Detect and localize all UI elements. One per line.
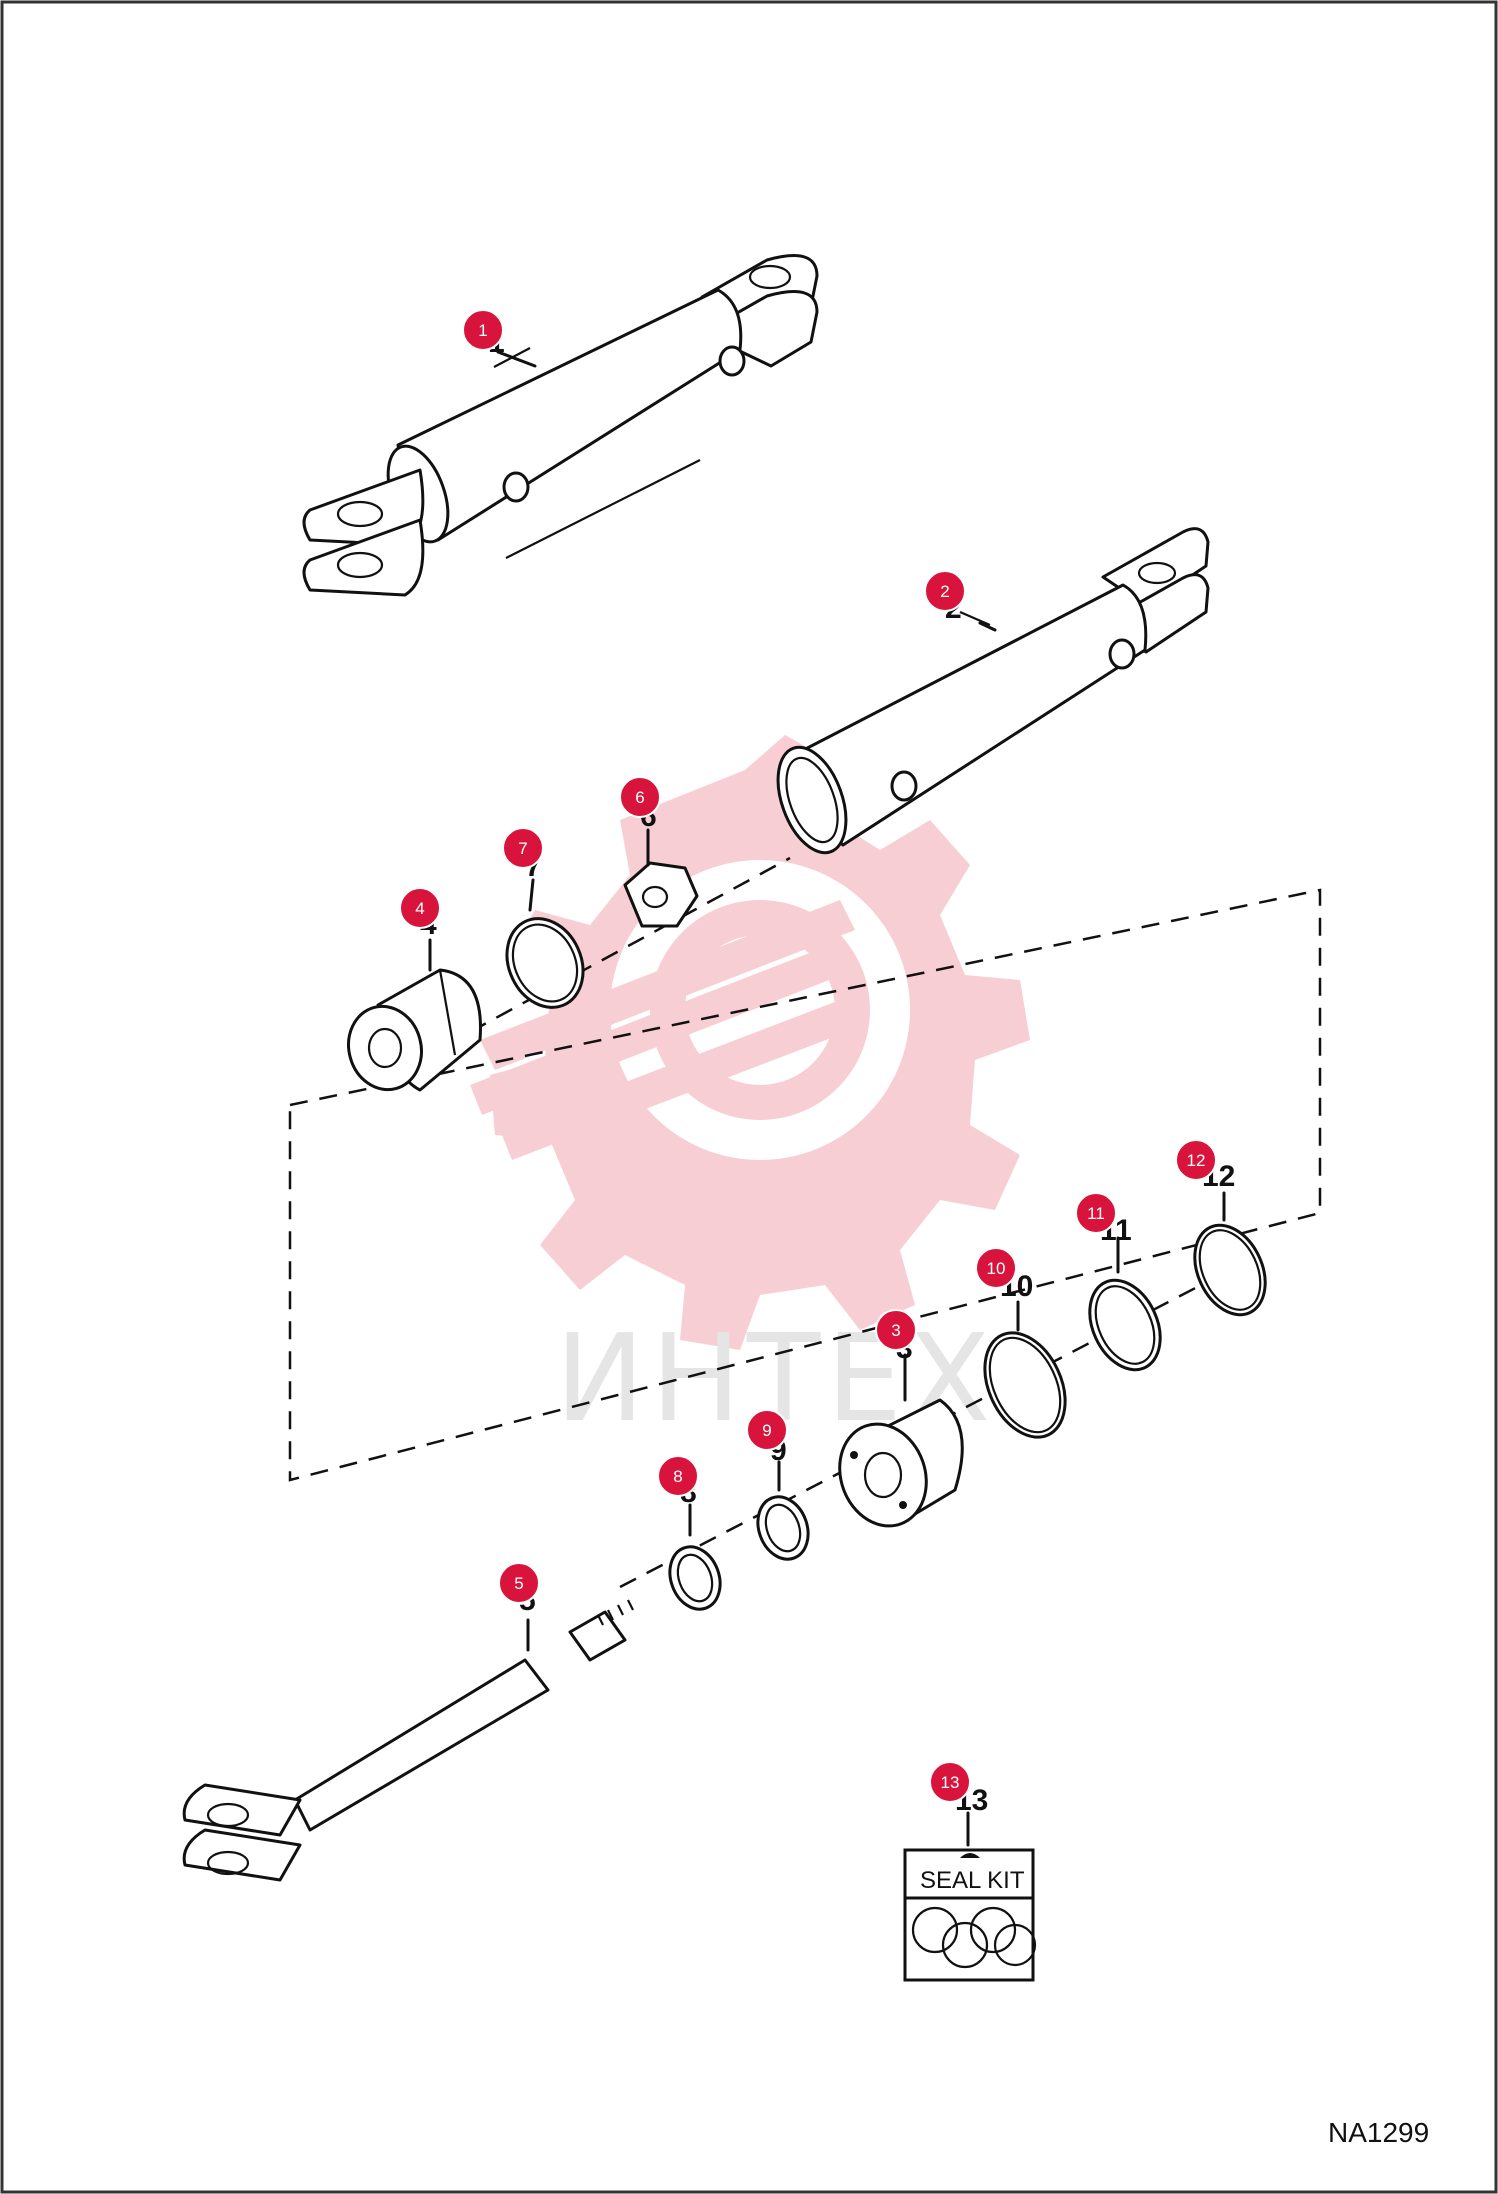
part-nut xyxy=(623,861,699,928)
callout-badge-11[interactable]: 11 xyxy=(1075,1192,1117,1234)
part-o-ring-7 xyxy=(505,917,585,1009)
callout-badge-1[interactable]: 1 xyxy=(462,309,504,351)
svg-text:4: 4 xyxy=(415,899,424,918)
watermark-logo: ИНТЕХ xyxy=(470,735,1030,1449)
callout-badge-7[interactable]: 7 xyxy=(502,827,544,869)
svg-text:2: 2 xyxy=(940,582,949,601)
seal-kit-label: SEAL KIT xyxy=(920,1867,1025,1894)
part-o-ring-11 xyxy=(1088,1278,1162,1372)
svg-text:11: 11 xyxy=(1087,1204,1105,1223)
svg-text:9: 9 xyxy=(762,1421,771,1440)
svg-text:6: 6 xyxy=(635,788,644,807)
svg-text:5: 5 xyxy=(514,1574,523,1593)
part-piston xyxy=(347,968,482,1092)
part-seal-8 xyxy=(668,1545,722,1611)
part-o-ring-12 xyxy=(1193,1223,1267,1317)
part-rod xyxy=(182,1599,634,1882)
part-o-ring-10 xyxy=(983,1331,1067,1439)
callout-badge-2[interactable]: 2 xyxy=(924,570,966,612)
part-wiper-9 xyxy=(756,1495,810,1561)
callout-badge-12[interactable]: 12 xyxy=(1175,1139,1217,1181)
svg-text:10: 10 xyxy=(987,1259,1006,1278)
callout-badge-8[interactable]: 8 xyxy=(657,1455,699,1497)
svg-text:8: 8 xyxy=(673,1467,682,1486)
svg-text:13: 13 xyxy=(941,1773,960,1792)
svg-text:12: 12 xyxy=(1187,1151,1206,1170)
part-cylinder-assembly xyxy=(302,254,819,597)
svg-text:1: 1 xyxy=(478,321,487,340)
part-seal-kit: SEAL KIT xyxy=(903,1848,1037,1982)
callout-badge-3[interactable]: 3 xyxy=(875,1309,917,1351)
callout-badge-13[interactable]: 13 xyxy=(929,1761,971,1803)
callout-badge-10[interactable]: 10 xyxy=(975,1247,1017,1289)
part-barrel xyxy=(776,527,1210,855)
drawing-code: NA1299 xyxy=(1328,2117,1429,2148)
svg-text:7: 7 xyxy=(518,839,527,858)
callout-badge-4[interactable]: 4 xyxy=(399,887,441,929)
callout-badge-6[interactable]: 6 xyxy=(619,776,661,818)
part-gland xyxy=(838,1398,964,1528)
callout-badge-5[interactable]: 5 xyxy=(498,1562,540,1604)
leader-lines xyxy=(428,350,1226,1847)
svg-text:3: 3 xyxy=(891,1321,900,1340)
callout-badge-9[interactable]: 9 xyxy=(746,1409,788,1451)
